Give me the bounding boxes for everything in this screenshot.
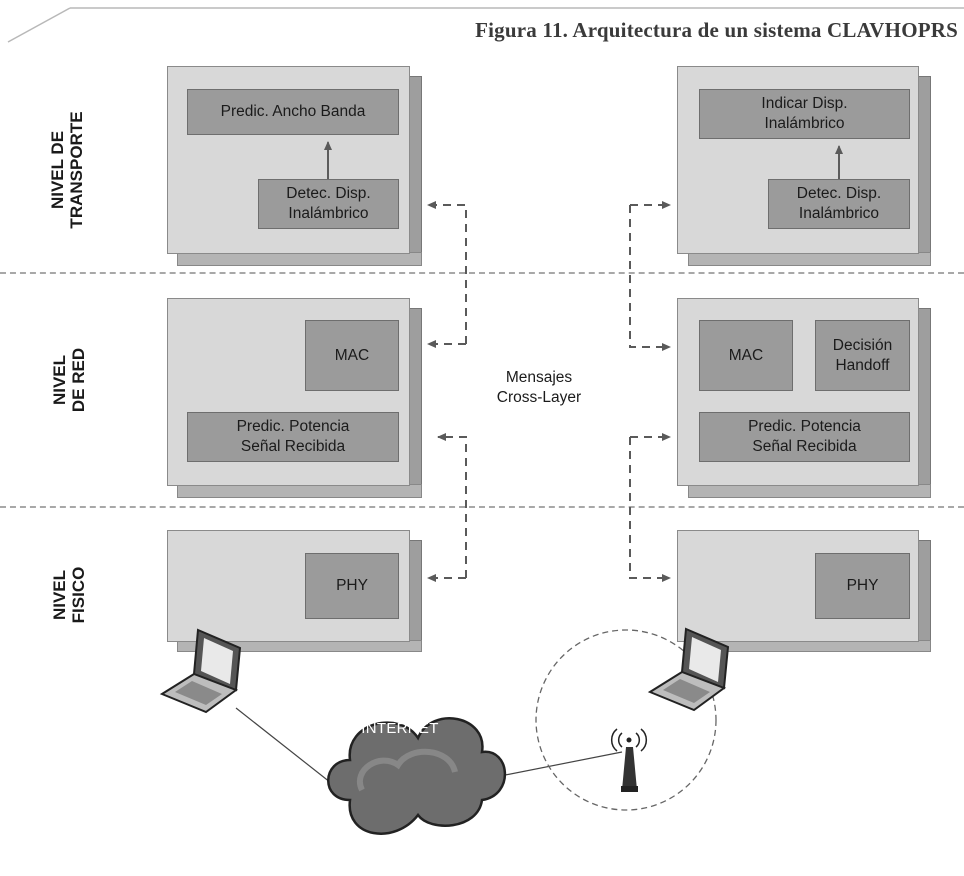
left-cross-layer-signal-arrow xyxy=(437,433,467,578)
right-indicate-wireless-box: Indicar Disp.Inalámbrico xyxy=(699,89,910,139)
right-laptop-icon xyxy=(647,627,730,712)
transport-network-divider xyxy=(0,272,964,274)
left-cross-layer-transport-arrow xyxy=(427,201,467,344)
left-bandwidth-prediction-box: Predic. Ancho Banda xyxy=(187,89,399,135)
right-cross-layer-mac-arrow xyxy=(629,205,671,351)
network-physical-divider xyxy=(0,506,964,508)
antenna-tower-icon xyxy=(610,728,648,792)
right-mac-box: MAC xyxy=(699,320,793,391)
right-cross-layer-phy-arrow xyxy=(629,437,671,582)
figure-caption: Figura 11. Arquitectura de un sistema CL… xyxy=(475,18,958,42)
right-wireless-detection-box: Detec. Disp.Inalámbrico xyxy=(768,179,910,229)
right-phy-box: PHY xyxy=(815,553,910,619)
laptop-to-internet-line xyxy=(235,707,341,791)
left-mac-box: MAC xyxy=(305,320,399,391)
internet-label: INTERNET xyxy=(361,720,439,737)
left-laptop-icon xyxy=(159,628,242,714)
wireless-coverage-circle xyxy=(535,629,717,811)
left-phy-box: PHY xyxy=(305,553,399,619)
left-wireless-detection-box: Detec. Disp.Inalámbrico xyxy=(258,179,399,229)
internet-cloud-icon xyxy=(327,717,507,835)
